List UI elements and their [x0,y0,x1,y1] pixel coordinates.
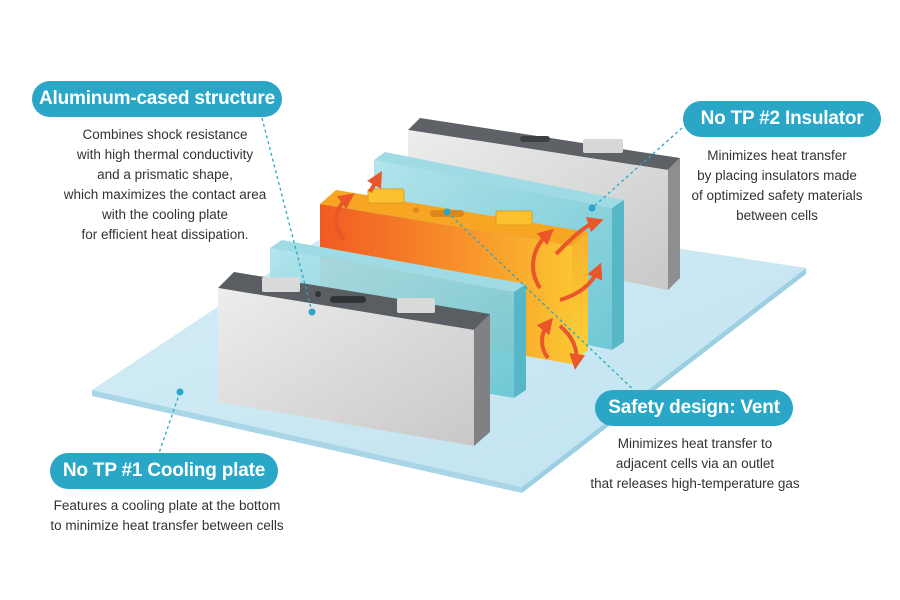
desc-line: with high thermal conductivity [76,147,254,162]
desc-line: of optimized safety materials [691,188,863,203]
leader-dots [176,204,596,396]
desc-line: between cells [736,208,818,223]
desc-line: adjacent cells via an outlet [615,456,775,471]
vent-description: Minimizes heat transfer to adjacent cell… [568,434,822,494]
insulator-label: No TP #2 Insulator [683,101,881,137]
cooling-plate-label: No TP #1 Cooling plate [50,453,278,489]
aluminum-structure-description: Combines shock resistance with high ther… [40,125,290,245]
desc-line: and a prismatic shape, [97,167,233,182]
front-cell [218,272,490,446]
desc-line: Features a cooling plate at the bottom [53,498,281,513]
desc-line: for efficient heat dissipation. [81,227,249,242]
aluminum-structure-label: Aluminum-cased structure [32,81,282,117]
heat-arrows [334,171,604,370]
desc-line: Combines shock resistance [82,127,248,142]
desc-line: to minimize heat transfer between cells [50,518,284,533]
desc-line: by placing insulators made [697,168,857,183]
desc-line: that releases high-temperature gas [590,476,800,491]
leader-lines [157,111,701,457]
desc-line: Minimizes heat transfer to [617,436,773,451]
vent-label: Safety design: Vent [595,390,793,426]
desc-line: Minimizes heat transfer [707,148,847,163]
desc-line: with the cooling plate [101,207,229,222]
cooling-plate-description: Features a cooling plate at the bottom t… [36,496,298,536]
desc-line: which maximizes the contact area [63,187,267,202]
insulator-description: Minimizes heat transfer by placing insul… [664,146,890,226]
